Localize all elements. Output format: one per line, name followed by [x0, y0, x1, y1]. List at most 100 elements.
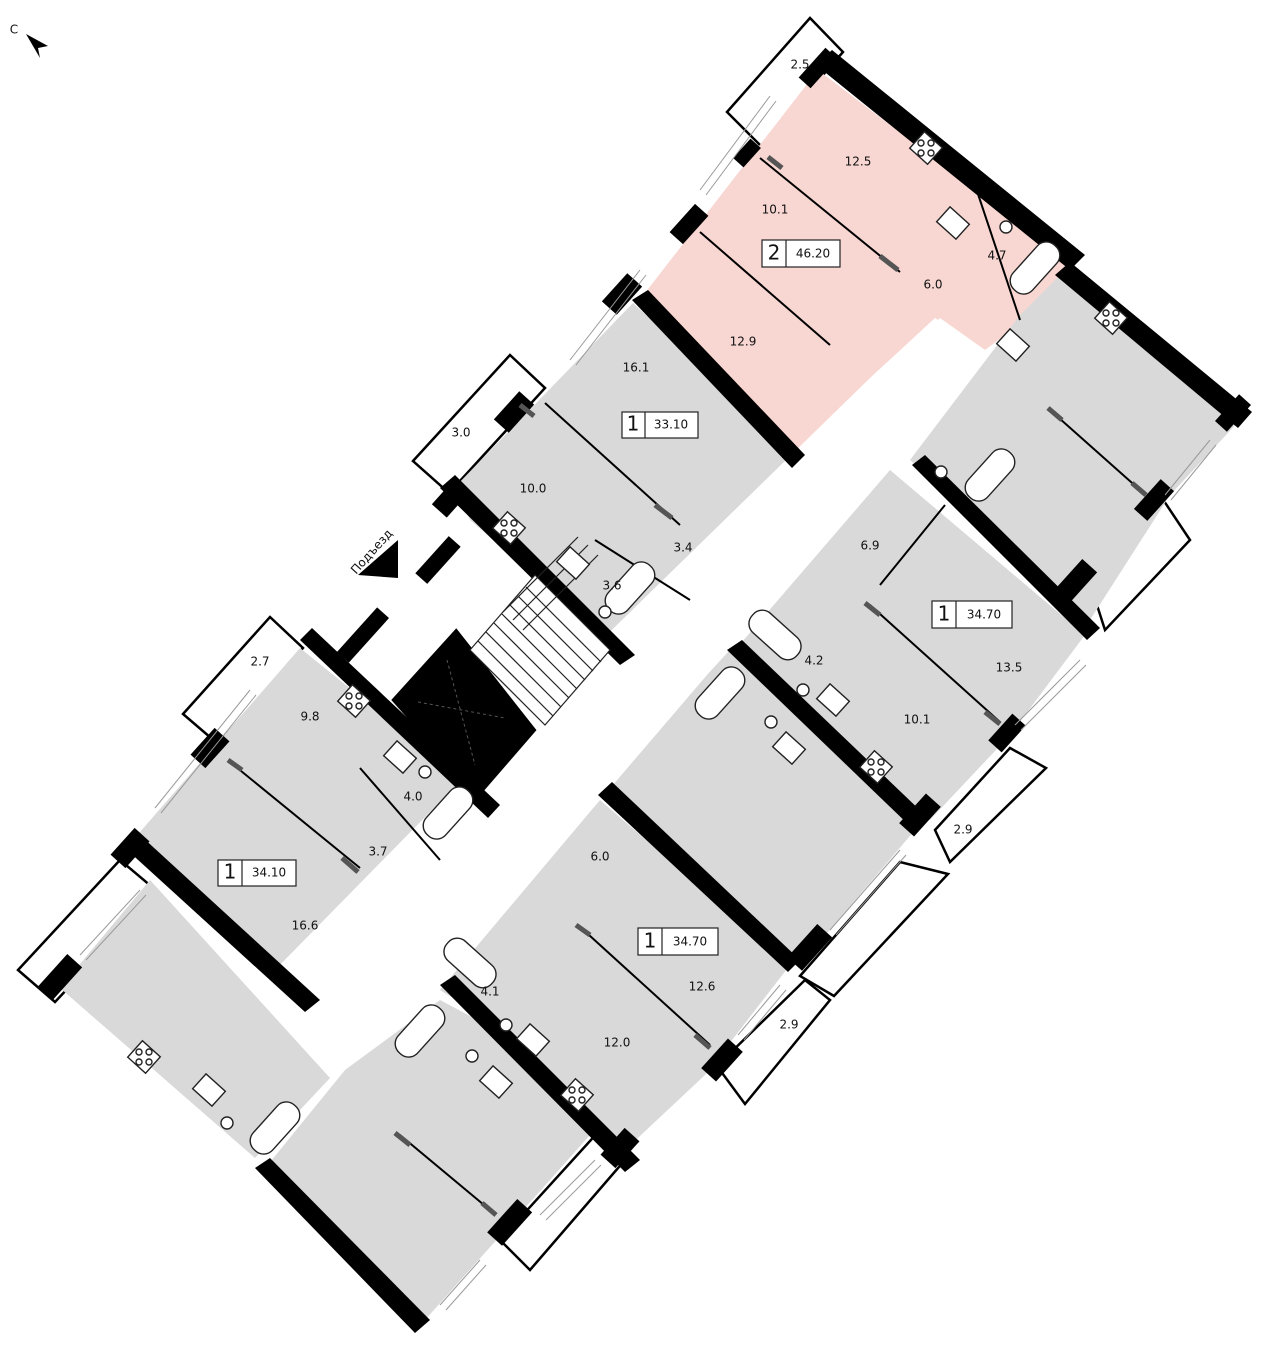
apartment-rooms: 2	[768, 241, 781, 265]
room-area-label: 4.0	[403, 790, 422, 804]
room-area-labels: 12.5 10.1 4.7 6.0 12.9 16.1 10.0 3.4 3.6…	[292, 155, 1023, 1050]
balcony-area-labels: 2.5 3.0 2.7 2.9 2.9	[250, 58, 972, 1032]
stove-icon	[126, 1039, 162, 1075]
wall-pier-18	[798, 47, 838, 89]
room-area-label: 12.5	[845, 155, 872, 169]
north-arrow-icon	[26, 34, 48, 58]
room-area-label: 16.6	[292, 919, 319, 933]
walls	[37, 47, 1252, 1333]
room-area-label: 9.8	[300, 710, 319, 724]
apartment-tag[interactable]: 1 33.10	[621, 411, 699, 439]
toilet-icon	[934, 465, 948, 479]
entrance-marker: Подъезд	[348, 526, 398, 578]
sink-icon	[515, 1022, 551, 1058]
apartment-rooms: 1	[627, 412, 640, 436]
wall-pier-10	[1052, 558, 1098, 606]
apartment-1-room-34-70-south[interactable]	[440, 800, 790, 1150]
wall-west-apt-divider	[125, 835, 320, 1012]
toilet-icon	[418, 765, 432, 779]
toilet-icon	[499, 1018, 513, 1032]
wall-pier-7	[110, 827, 150, 869]
apartment-tag[interactable]: 2 46.20	[761, 239, 841, 268]
wall-pier-6	[190, 727, 230, 769]
toilet-icon	[598, 605, 612, 619]
apartment-area: 46.20	[796, 247, 830, 261]
bathtub-icon	[964, 448, 1016, 502]
wall-stair-north	[300, 628, 500, 818]
wall-pier-14	[701, 1038, 743, 1082]
apartment-tag[interactable]: 1 34.70	[637, 927, 719, 956]
toilet-icon	[465, 1049, 479, 1063]
apartment-east-middle-floor	[600, 650, 915, 965]
room-area-label: 6.9	[860, 539, 879, 553]
wall-pier-16	[487, 1198, 533, 1246]
room-area-label: 12.9	[730, 335, 757, 349]
wall-pier-1	[733, 138, 761, 168]
stove-icon	[1093, 300, 1129, 336]
sink-icon	[935, 205, 971, 241]
stove-icon	[858, 749, 894, 785]
apartment-tag[interactable]: 1 34.70	[931, 600, 1013, 629]
balcony-area-label: 2.9	[779, 1018, 798, 1032]
room-area-label: 6.0	[590, 850, 609, 864]
room-area-label: 3.4	[673, 541, 692, 555]
entrance-arrow-icon	[358, 540, 398, 578]
wall-pier-12	[899, 793, 941, 837]
wall-east-upper	[912, 455, 1100, 640]
apartment-southwest[interactable]	[60, 880, 330, 1158]
apartment-east-middle[interactable]	[600, 650, 915, 965]
room-area-label: 4.1	[480, 985, 499, 999]
room-area-label: 12.6	[689, 980, 716, 994]
bathtub-icon	[394, 1004, 446, 1058]
wall-south-west	[255, 1158, 430, 1333]
balcony-area-label: 2.9	[953, 823, 972, 837]
wall-pier-9	[1133, 479, 1175, 521]
windows	[79, 95, 1217, 1311]
room-area-label: 3.7	[368, 845, 387, 859]
room-area-label: 10.0	[520, 482, 547, 496]
apartment-southwest-floor	[60, 880, 330, 1158]
compass: С	[10, 23, 48, 58]
wall-south-apt-divider	[598, 782, 800, 972]
stove-icon	[908, 130, 944, 166]
room-area-label: 6.0	[923, 278, 942, 292]
wall-apt-33-south	[440, 475, 635, 665]
sink-icon	[382, 739, 418, 775]
apartment-rooms: 1	[938, 602, 951, 626]
apartment-tag[interactable]: 1 34.10	[217, 859, 297, 887]
sink-icon	[555, 545, 591, 581]
bathtub-icon	[694, 666, 746, 720]
apartment-area: 34.10	[252, 866, 286, 880]
bathtub-icon	[443, 937, 497, 989]
sink-icon	[478, 1064, 514, 1100]
room-area-label: 12.0	[604, 1036, 631, 1050]
elevator-shaft	[391, 628, 537, 798]
wall-north-east	[816, 50, 1085, 270]
wall-pier-13	[787, 923, 833, 971]
wall-northeast	[1055, 262, 1252, 428]
balcony-area-label: 2.7	[250, 655, 269, 669]
wall-pier-8	[37, 953, 83, 1001]
apartment-1-room-34-70-south-floor	[440, 800, 790, 1150]
wall-south-apt	[440, 975, 640, 1172]
room-area-label: 16.1	[623, 361, 650, 375]
stove-icon	[559, 1077, 595, 1113]
wall-pier-15	[600, 1127, 640, 1169]
apartment-area: 34.70	[673, 935, 707, 949]
apartment-area: 34.70	[967, 608, 1001, 622]
balcony-northwest	[411, 353, 547, 495]
apartment-rooms: 1	[224, 860, 237, 884]
sink-icon	[191, 1072, 227, 1108]
balcony-area-label: 3.0	[451, 426, 470, 440]
wall-pier-3	[601, 273, 643, 315]
stove-icon	[336, 683, 372, 719]
balcony-east	[933, 746, 1049, 865]
wall-entrance-2	[415, 536, 461, 584]
elevator	[417, 659, 506, 766]
sink-icon	[771, 730, 807, 766]
room-area-label: 4.2	[804, 654, 823, 668]
interior-walls	[229, 157, 1141, 1211]
apartment-2-room-46[interactable]	[638, 70, 1070, 458]
wall-pier-5	[431, 480, 469, 518]
